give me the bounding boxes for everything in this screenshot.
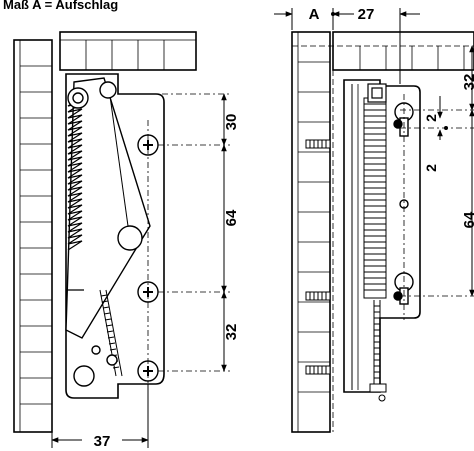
right-dim-dot: [331, 12, 335, 16]
right-small-dim-dot: [444, 126, 448, 130]
left-lever-arm: [65, 77, 151, 339]
right-adjust-screw: [369, 300, 387, 402]
left-view: 30 64 32 37: [13, 31, 240, 450]
right-top-bracket: [367, 83, 387, 103]
left-flap-panel: [59, 31, 197, 71]
dim-left-middle: 64: [223, 209, 240, 226]
dim-right-small-top: 2: [423, 114, 439, 122]
right-centre-lines: [400, 94, 474, 320]
right-flap-panel: [292, 31, 474, 71]
left-cabinet-panel: [13, 39, 53, 433]
dim-left-bottom: 32: [223, 324, 240, 341]
dim-left-width: 37: [94, 433, 111, 450]
dim-right-edge-top: 32: [461, 74, 474, 91]
dim-left-top: 30: [223, 114, 240, 131]
caption-title: Maß A = Aufschlag: [3, 0, 119, 12]
dim-right-edge-middle: 64: [461, 211, 474, 228]
left-centre-lines: [120, 93, 230, 420]
dim-right-small-bottom: 2: [423, 164, 439, 172]
right-view: A 27: [274, 6, 474, 433]
dim-right-width: 27: [358, 6, 375, 23]
right-wood-screws: [305, 139, 331, 375]
right-cabinet-panel: [291, 31, 331, 433]
left-width-dimension: [51, 384, 149, 448]
dim-right-offset: A: [309, 6, 320, 23]
left-pivots: [67, 81, 143, 387]
